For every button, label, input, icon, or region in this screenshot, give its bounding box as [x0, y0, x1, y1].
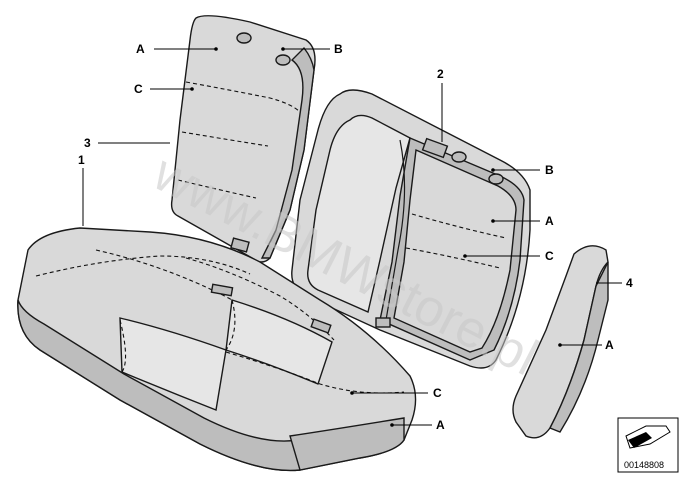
callout-part-1: 1: [78, 153, 85, 167]
callout-backrest-left-a: A: [136, 42, 145, 56]
side-bolster-part-4: [512, 245, 609, 439]
callout-backrest-right-a: A: [545, 214, 554, 228]
callout-backrest-left-b: B: [334, 42, 343, 56]
callout-cushion-c: C: [433, 386, 442, 400]
fastener-left-2: [275, 54, 291, 66]
callout-part-2: 2: [437, 67, 444, 81]
callout-backrest-left-c: C: [134, 82, 143, 96]
callout-part-4: 4: [626, 276, 633, 290]
fastener-left-1: [236, 32, 252, 44]
seat-cushion-part-1: [17, 227, 417, 472]
leader-lines: [82, 47, 622, 427]
callout-backrest-right-c: C: [545, 249, 554, 263]
fastener-right-2: [488, 173, 504, 185]
reference-box: 00148808: [617, 417, 679, 473]
direction-arrow-icon: [625, 425, 671, 449]
left-backrest-part-3: [170, 15, 316, 263]
callout-labels: 1 2 3 4 A B C B A C C A A: [78, 42, 633, 432]
callout-part-3: 3: [84, 136, 91, 150]
callout-backrest-right-b: B: [545, 163, 554, 177]
right-backrest-part-2: [291, 89, 531, 369]
fastener-right-1: [451, 151, 467, 163]
callout-cushion-a: A: [436, 418, 445, 432]
reference-number: 00148808: [624, 460, 664, 470]
callout-side-a: A: [605, 338, 614, 352]
